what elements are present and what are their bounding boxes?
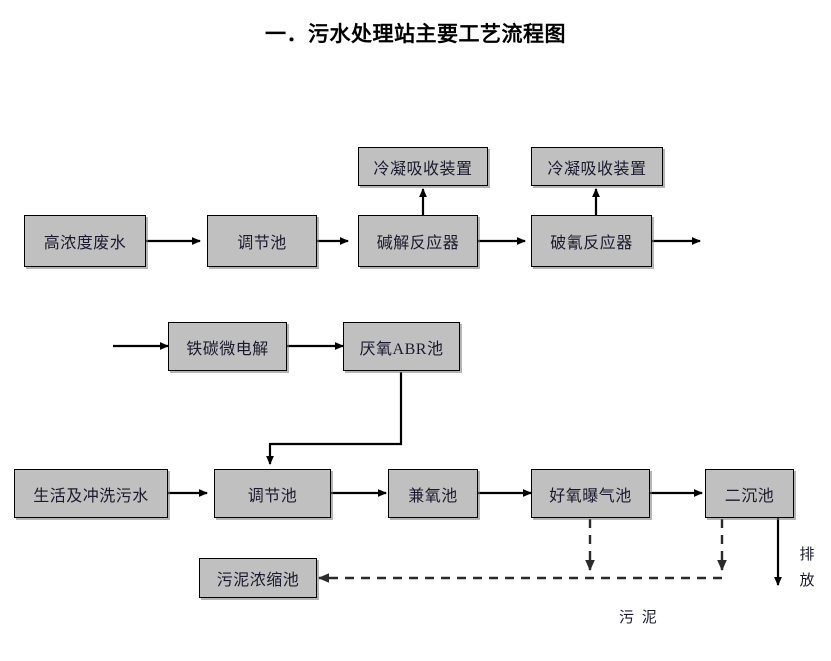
label-discharge-line-1: 排 [799,547,815,563]
node-iron-carbon-microelectrolysis[interactable]: 铁碳微电解 [168,322,287,371]
node-label: 高浓度废水 [43,235,127,252]
node-secondary-settling-tank[interactable]: 二沉池 [705,469,794,518]
node-label: 污泥浓缩池 [216,572,300,589]
node-label: 铁碳微电解 [186,340,269,358]
node-anaerobic-abr-tank[interactable]: 厌氧ABR池 [343,322,460,371]
node-label: 调节池 [237,235,287,252]
node-label: 二沉池 [724,487,775,505]
node-cyanide-breaking-reactor[interactable]: 破氰反应器 [531,215,652,267]
node-aerobic-aeration-tank[interactable]: 好氧曝气池 [531,469,650,518]
node-label: 兼氧池 [408,487,458,505]
node-label: 破氰反应器 [550,235,633,252]
node-label: 生活及冲洗污水 [33,487,149,505]
page-title: 一．污水处理站主要工艺流程图 [265,23,566,46]
node-label: 厌氧ABR池 [359,340,444,358]
label-sludge: 污 泥 [619,610,659,626]
node-regulating-tank-top[interactable]: 调节池 [207,215,317,267]
node-label: 冷凝吸收装置 [547,160,647,178]
node-label: 调节池 [247,487,298,505]
connector-abr-to-regulating-bottom [266,372,403,465]
node-label: 好氧曝气池 [549,487,632,505]
label-discharge: 排 放 [798,542,816,594]
node-sludge-thickening-tank[interactable]: 污泥浓缩池 [199,558,317,598]
node-facultative-tank[interactable]: 兼氧池 [388,469,478,518]
label-discharge-line-2: 放 [799,573,815,589]
node-label: 碱解反应器 [376,235,460,252]
node-condensation-absorption-unit-2[interactable]: 冷凝吸收装置 [531,147,663,186]
node-condensation-absorption-unit-1[interactable]: 冷凝吸收装置 [358,147,488,186]
node-high-concentration-wastewater[interactable]: 高浓度废水 [24,215,146,267]
node-regulating-tank-bottom[interactable]: 调节池 [214,469,331,518]
node-domestic-washing-wastewater[interactable]: 生活及冲洗污水 [14,469,168,518]
node-label: 冷凝吸收装置 [373,160,473,178]
node-alkaline-hydrolysis-reactor[interactable]: 碱解反应器 [358,215,478,267]
